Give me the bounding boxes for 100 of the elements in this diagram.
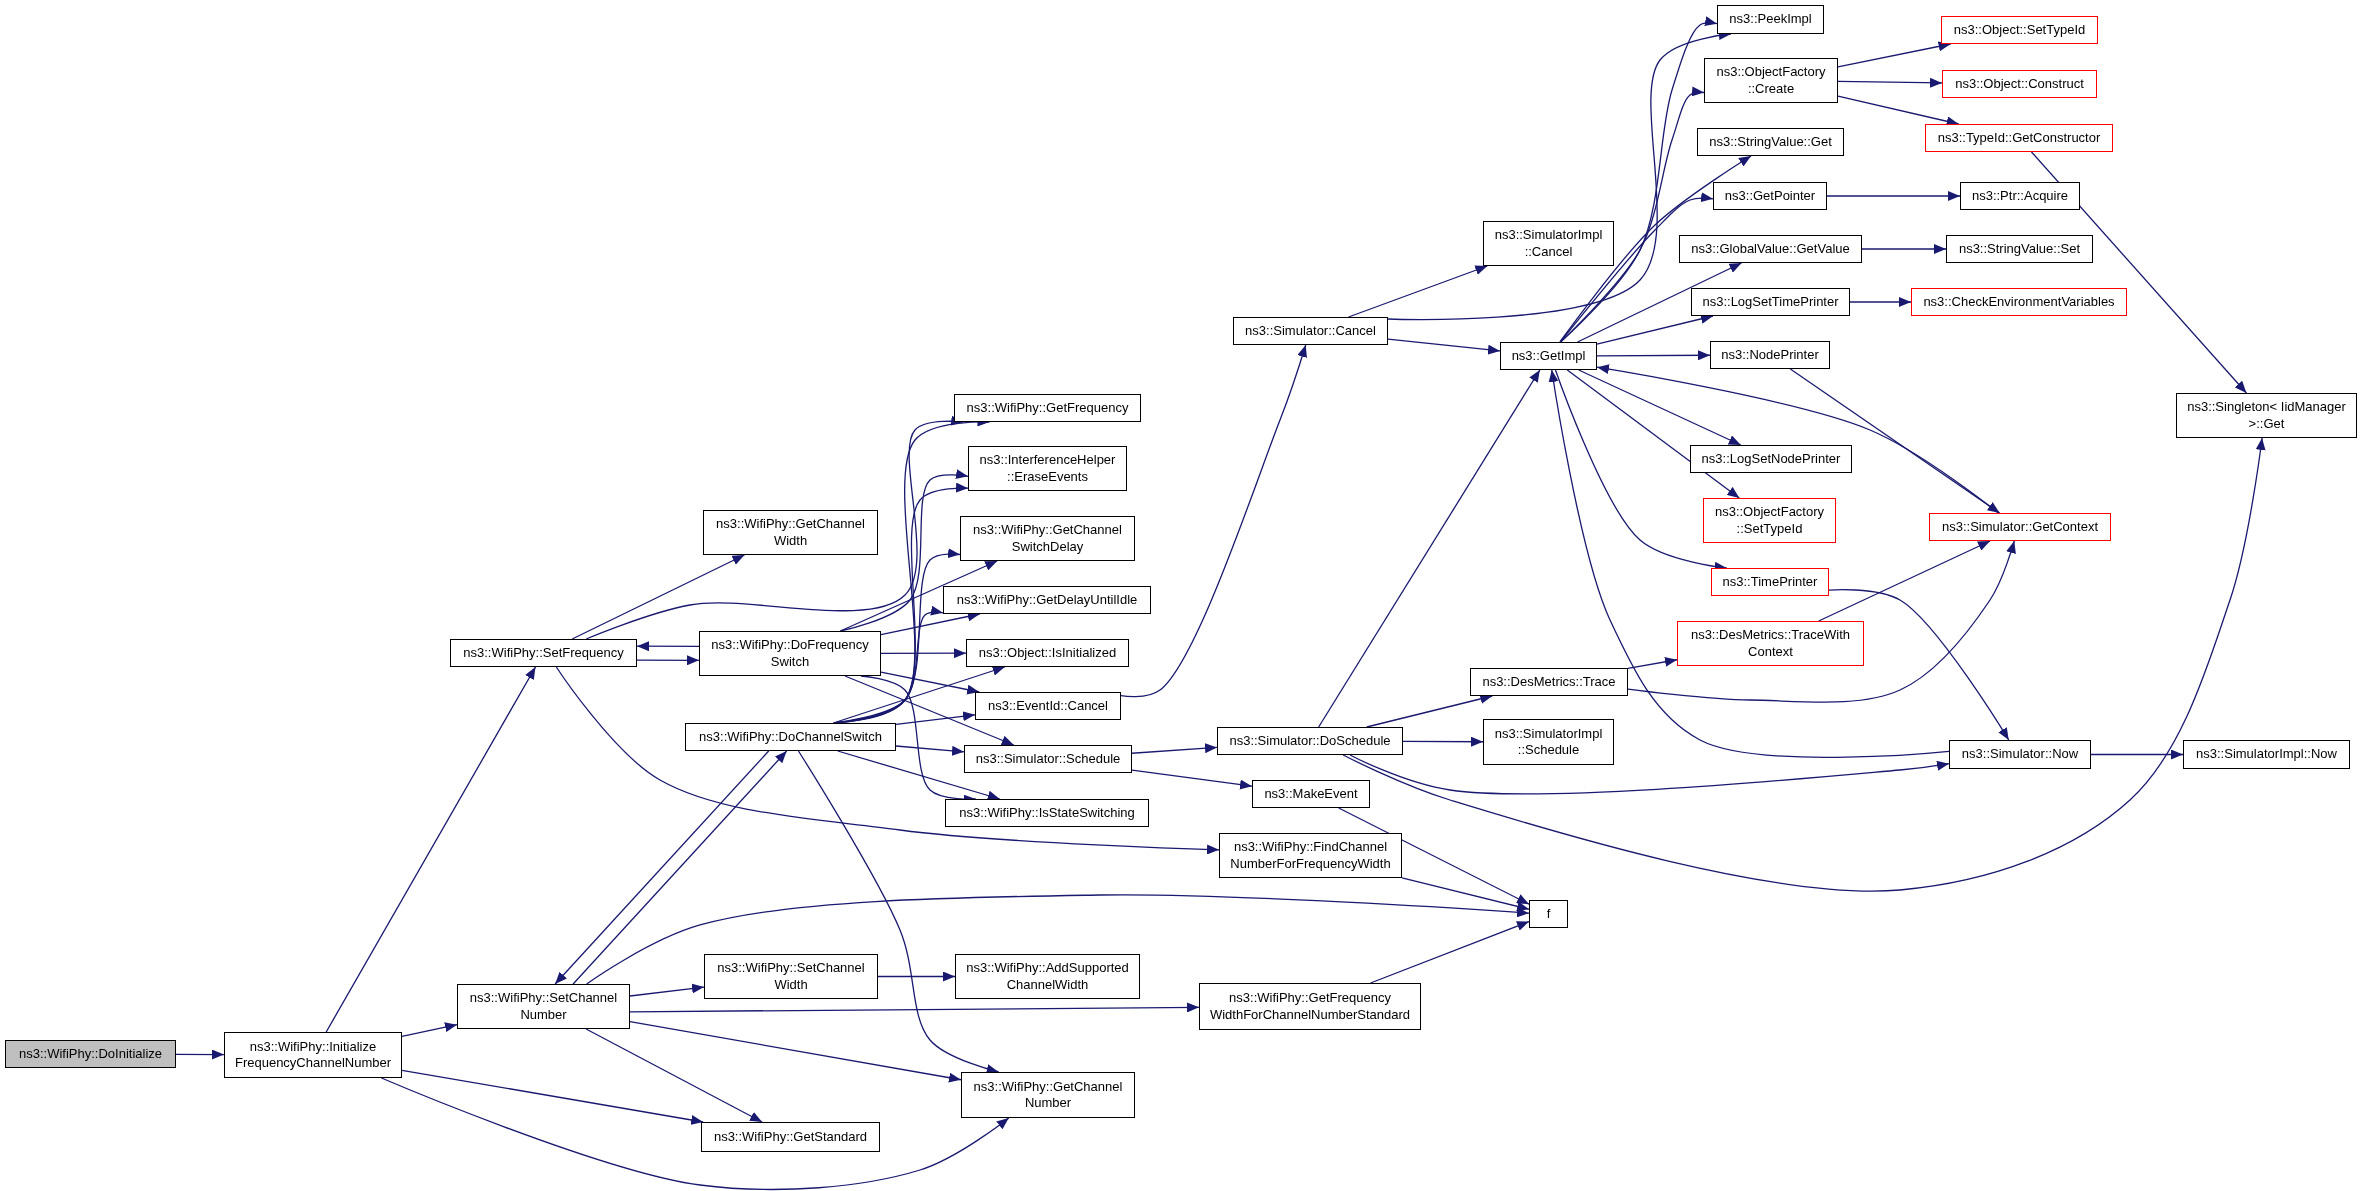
function-box <box>1470 668 1628 696</box>
function-name: ns3::Simulator::Schedule <box>975 750 1121 768</box>
arrow <box>1131 769 1253 790</box>
arrow <box>636 641 700 652</box>
arrow <box>1559 155 1752 343</box>
function-name: ns3::Object::Construct <box>1955 75 2084 93</box>
function-name: ns3::SimulatorImpl::Now <box>2196 746 2337 763</box>
function-name: ns3::WifiPhy::GetFrequency WidthForChannelNumberStandard <box>1208 990 1412 1023</box>
function-name: ns3::WifiPhy::GetChannel Number <box>972 1078 1124 1112</box>
function-name: ns3::DesMetrics::TraceWith Context <box>1689 627 1852 660</box>
arrow <box>1120 344 1307 698</box>
arrow <box>555 666 1220 855</box>
arrow <box>1559 192 1714 343</box>
arrow <box>877 971 956 982</box>
function-name: ns3::StringValue::Set <box>1958 240 2081 258</box>
function-name: ns3::NodePrinter <box>1721 346 1819 364</box>
function-box <box>699 631 881 676</box>
function-box <box>1483 719 1614 765</box>
function-name: ns3::SimulatorImpl ::Cancel <box>1493 227 1604 260</box>
arrow <box>895 711 976 725</box>
function-box <box>701 1122 880 1152</box>
arrow <box>586 894 1530 985</box>
arrow <box>1789 368 2001 514</box>
arrow <box>1596 364 1999 514</box>
function-box <box>1690 445 1852 473</box>
function-box <box>1704 58 1838 103</box>
arrow <box>1837 77 1943 88</box>
function-box <box>1949 740 2091 769</box>
arrow <box>1402 736 1484 747</box>
arrow <box>1366 694 1493 728</box>
function-name: ns3::Singleton< IidManager >::Get <box>2186 399 2347 432</box>
function-box <box>964 745 1132 773</box>
function-box <box>1941 16 2098 44</box>
arrow <box>380 1077 1010 1191</box>
arrow <box>1849 297 1912 307</box>
arrow <box>844 675 1015 746</box>
function-box <box>1717 5 1824 34</box>
function-name: ns3::WifiPhy::DoInitialize <box>18 1045 163 1063</box>
function-box <box>703 510 878 555</box>
function-name: ns3::GetImpl <box>1511 347 1586 365</box>
function-box <box>1500 342 1597 370</box>
arrow <box>837 750 1001 801</box>
arrow <box>1818 540 1991 622</box>
function-box <box>1703 498 1836 543</box>
arrow <box>895 745 965 756</box>
function-box <box>1199 983 1421 1030</box>
function-box <box>1677 621 1864 666</box>
function-box <box>966 639 1129 667</box>
function-box <box>1529 900 1568 928</box>
function-name: ns3::MakeEvent <box>1264 785 1358 803</box>
arrow <box>1347 265 1488 318</box>
arrow <box>880 648 967 659</box>
arrow <box>2030 151 2248 394</box>
function-name: ns3::WifiPhy::FindChannel NumberForFrequencyWidth <box>1229 839 1392 872</box>
function-name: ns3::Object::SetTypeId <box>1953 21 2086 39</box>
arrow <box>1627 656 1678 669</box>
arrow <box>1627 540 2016 703</box>
arrow <box>571 554 746 640</box>
function-name: ns3::WifiPhy::SetChannel Width <box>716 960 866 993</box>
function-box <box>943 586 1151 614</box>
function-name: ns3::WifiPhy::GetFrequency <box>966 399 1129 417</box>
arrow <box>1576 262 1743 343</box>
arrow <box>325 666 537 1033</box>
function-name: ns3::ObjectFactory ::Create <box>1715 64 1827 97</box>
function-name: ns3::TypeId::GetConstructor <box>1937 129 2101 147</box>
arrow <box>1837 41 1952 68</box>
arrow <box>175 1049 225 1060</box>
arrow <box>839 560 998 632</box>
function-box <box>457 984 630 1029</box>
function-box <box>1679 235 1862 263</box>
function-box <box>2176 393 2357 438</box>
function-box <box>960 516 1135 561</box>
function-box <box>1219 833 1402 878</box>
arrow <box>1342 437 2266 892</box>
function-box <box>1929 513 2111 541</box>
function-box <box>975 692 1121 720</box>
function-box <box>224 1032 402 1078</box>
function-name: ns3::WifiPhy::Initialize FrequencyChannelNumber <box>233 1038 393 1072</box>
arrow <box>629 1021 962 1083</box>
function-box <box>2183 740 2350 769</box>
function-box <box>1233 317 1388 345</box>
arrow <box>1401 877 1530 912</box>
function-box <box>968 446 1127 491</box>
function-name: ns3::LogSetTimePrinter <box>1702 293 1839 311</box>
arrow <box>1559 86 1705 343</box>
function-name: f <box>1546 905 1551 923</box>
arrow <box>1387 338 1501 355</box>
function-name: ns3::Simulator::Cancel <box>1245 322 1376 340</box>
function-box <box>450 639 637 667</box>
arrow <box>1861 244 1947 254</box>
function-name: ns3::PeekImpl <box>1729 11 1812 28</box>
function-name: ns3::SimulatorImpl ::Schedule <box>1493 725 1604 759</box>
function-box <box>1710 341 1830 369</box>
function-box <box>955 954 1140 999</box>
arrow <box>1548 369 1950 758</box>
function-name: ns3::WifiPhy::IsStateSwitching <box>959 804 1135 822</box>
function-name: ns3::WifiPhy::DoChannelSwitch <box>699 728 882 746</box>
function-name: ns3::Simulator::Now <box>1961 746 2079 763</box>
function-box <box>1960 182 2080 210</box>
function-name: ns3::InterferenceHelper ::EraseEvents <box>978 452 1117 485</box>
